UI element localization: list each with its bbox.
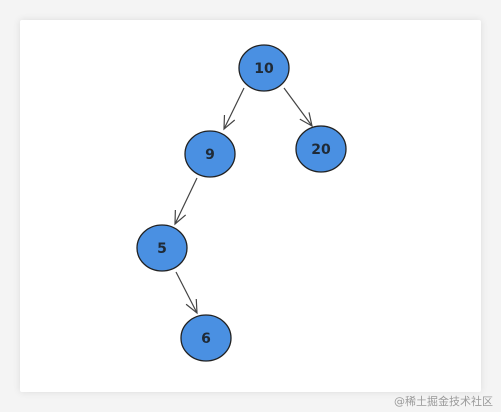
edge-n9-n5 bbox=[174, 177, 198, 226]
node-circle bbox=[180, 314, 232, 362]
arrowhead bbox=[299, 112, 313, 128]
node-label: 10 bbox=[254, 61, 274, 77]
arrowhead bbox=[223, 114, 236, 131]
edge-line bbox=[283, 87, 313, 127]
node-label: 5 bbox=[157, 241, 167, 257]
node-circle bbox=[295, 125, 347, 173]
node-label: 9 bbox=[205, 147, 215, 163]
arrowhead bbox=[174, 209, 187, 226]
tree-node-6: 6 bbox=[180, 314, 232, 362]
edge-n10-n9 bbox=[223, 87, 245, 131]
edge-line bbox=[175, 271, 198, 314]
node-circle bbox=[184, 130, 236, 178]
node-label: 6 bbox=[201, 331, 211, 347]
node-circle bbox=[238, 44, 290, 92]
edge-n5-n6 bbox=[175, 271, 198, 315]
tree-node-10: 10 bbox=[238, 44, 290, 92]
node-label: 20 bbox=[311, 142, 331, 158]
arrowhead bbox=[185, 298, 198, 315]
edge-line bbox=[223, 87, 245, 130]
nodes-layer: 10 9 20 5 6 bbox=[136, 44, 347, 362]
tree-node-5: 5 bbox=[136, 224, 188, 272]
edge-n10-n20 bbox=[283, 87, 313, 128]
edge-line bbox=[174, 177, 198, 225]
watermark: @稀土掘金技术社区 bbox=[394, 395, 493, 408]
edges-layer bbox=[174, 87, 313, 315]
tree-node-20: 20 bbox=[295, 125, 347, 173]
node-circle bbox=[136, 224, 188, 272]
tree-node-9: 9 bbox=[184, 130, 236, 178]
